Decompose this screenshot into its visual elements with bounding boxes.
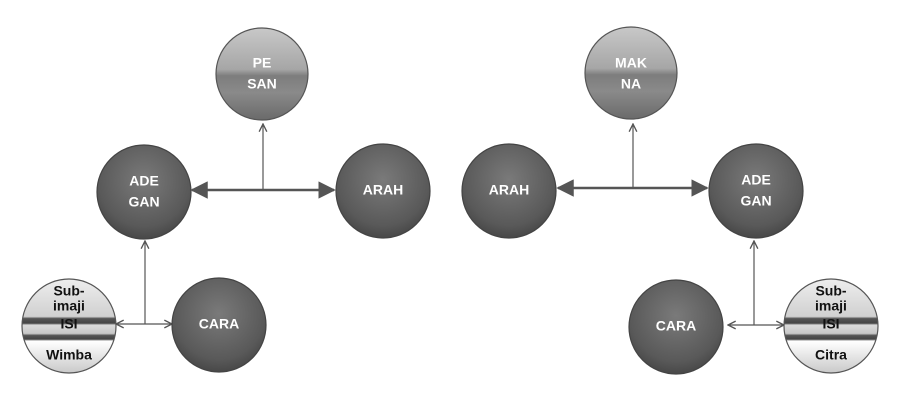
left-cara-label: CARA [199,316,239,332]
right-arah-node: ARAH [461,143,557,239]
left-sub-imaji-node: Sub- imaji ISI Wimba [21,278,117,374]
right-makna-label-2: NA [621,76,641,92]
right-sub-label-2: imaji [815,298,847,314]
right-sub-imaji-node: Sub- imaji ISI Citra [783,278,879,374]
left-arah-node: ARAH [335,143,431,239]
right-adegan-label-1: ADE [741,172,771,188]
left-diagram: PE SAN ADE GAN ARAH CARA Sub- imaji ISI … [21,27,431,374]
left-sub-label-middle: ISI [60,316,77,332]
right-sub-label-bottom: Citra [815,347,847,363]
right-sub-label-middle: ISI [822,316,839,332]
left-pesan-label-1: PE [253,55,272,71]
right-makna-node: MAK NA [584,26,678,120]
right-diagram: MAK NA ARAH ADE GAN CARA Sub- imaji ISI … [461,26,879,375]
left-adegan-node: ADE GAN [96,144,192,240]
right-adegan-label-2: GAN [740,193,771,209]
right-arah-label: ARAH [489,182,529,198]
right-cara-label: CARA [656,318,696,334]
right-cara-node: CARA [628,279,724,375]
right-adegan-node: ADE GAN [708,143,804,239]
left-sub-label-bottom: Wimba [46,347,92,363]
left-sub-label-1: Sub- [53,283,84,299]
left-adegan-label-1: ADE [129,173,159,189]
left-pesan-label-2: SAN [247,76,277,92]
left-arah-label: ARAH [363,182,403,198]
right-makna-label-1: MAK [615,55,647,71]
left-pesan-node: PE SAN [215,27,309,121]
left-adegan-label-2: GAN [128,194,159,210]
left-sub-label-2: imaji [53,298,85,314]
right-sub-label-1: Sub- [815,283,846,299]
left-cara-node: CARA [171,277,267,373]
